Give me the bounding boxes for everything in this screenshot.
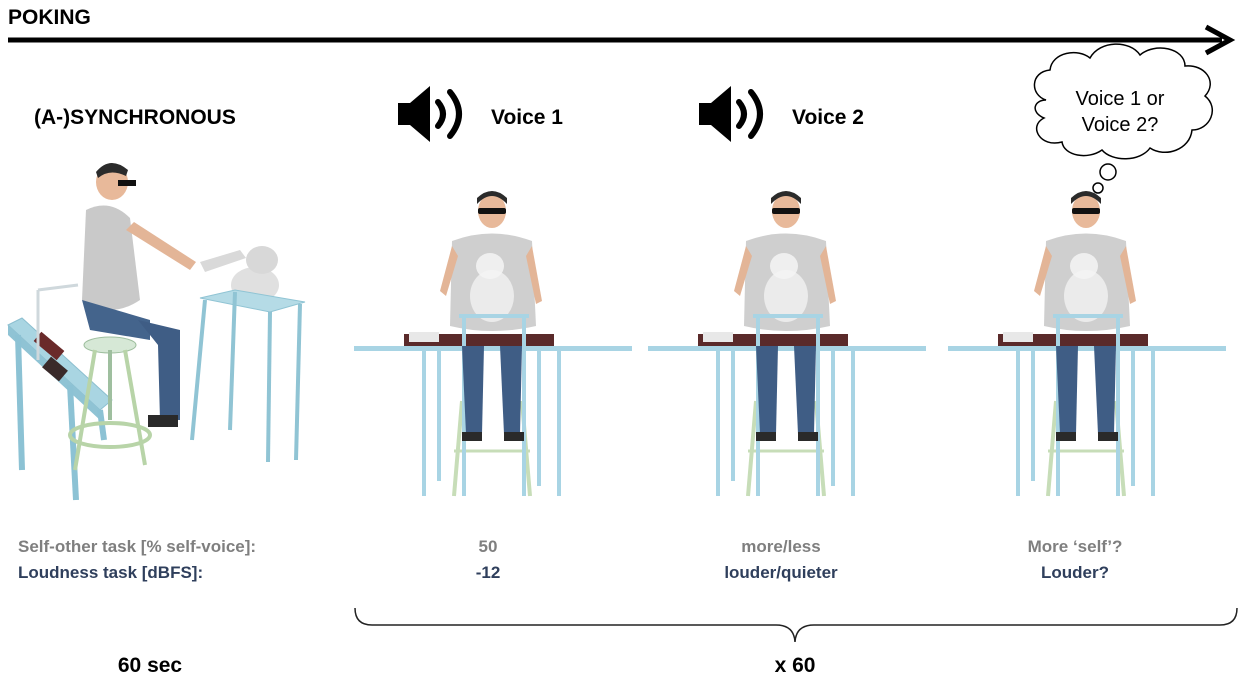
timeline-arrow — [8, 24, 1236, 56]
thought-bubble-line-1: Voice 1 or — [1075, 88, 1165, 110]
speaker-icon — [398, 86, 462, 142]
thought-bubble — [1033, 43, 1213, 194]
condition-label: (A-)SYNCHRONOUS — [34, 106, 236, 129]
stimulus-label-voice-1: Voice 1 — [491, 106, 563, 129]
duration-label: 60 sec — [117, 654, 183, 677]
self-other-value-voice-2: more/less — [741, 537, 821, 556]
repetition-brace — [354, 607, 1238, 643]
loudness-question: Louder? — [1041, 563, 1109, 582]
stimulus-label-voice-2: Voice 2 — [792, 106, 864, 129]
loudness-task-label: Loudness task [dBFS]: — [18, 563, 204, 582]
self-other-question: More ‘self’? — [1027, 537, 1123, 556]
speaker-icon — [699, 86, 763, 142]
loudness-value-voice-1: -12 — [475, 563, 501, 582]
repetitions-label: x 60 — [774, 654, 816, 677]
timeline-label: POKING — [8, 6, 91, 29]
participant-figure — [646, 189, 928, 498]
self-other-value-voice-1: 50 — [478, 537, 498, 556]
participant-figure — [352, 189, 634, 498]
participant-figure — [946, 189, 1228, 498]
self-other-task-label: Self-other task [% self-voice]: — [18, 537, 257, 556]
loudness-value-voice-2: louder/quieter — [724, 563, 838, 582]
thought-bubble-line-2: Voice 2? — [1081, 114, 1159, 136]
thought-bubble-text: Voice 1 or Voice 2? — [1076, 86, 1165, 138]
participant-setup-illustration — [7, 162, 306, 501]
